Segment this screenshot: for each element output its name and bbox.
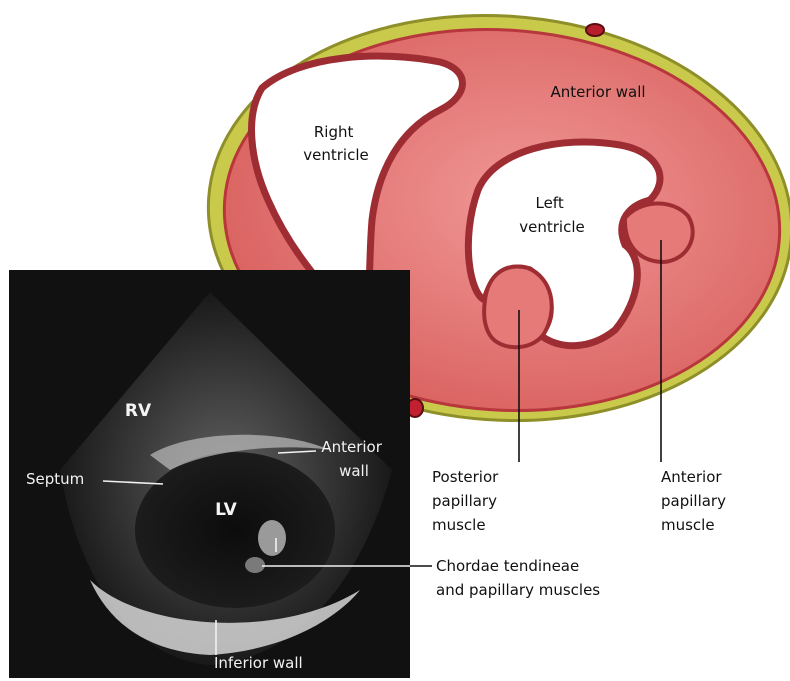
echocardiogram-panel: RV LV Septum Anterior wall Inferior wall xyxy=(9,270,410,678)
anterior-papillary-label: Anterior papillary muscle xyxy=(661,468,731,534)
left-ventricle-label-line2: ventricle xyxy=(519,218,584,236)
anterior-papillary-line1: Anterior xyxy=(661,468,722,486)
anterior-papillary-muscle xyxy=(625,203,693,262)
echo-lv-label: LV xyxy=(215,500,237,520)
anterior-wall-label: Anterior wall xyxy=(550,83,645,101)
posterior-papillary-line1: Posterior xyxy=(432,468,499,486)
echo-anterior-wall-line2: wall xyxy=(339,462,369,480)
echo-papillary-spot-2 xyxy=(245,557,265,573)
echo-lv-cavity xyxy=(135,452,335,608)
echo-papillary-spot xyxy=(258,520,286,556)
echo-anterior-wall-line1: Anterior xyxy=(321,438,382,456)
posterior-papillary-label: Posterior papillary muscle xyxy=(432,468,503,534)
anterior-papillary-line2: papillary xyxy=(661,492,726,510)
chordae-label: Chordae tendineae and papillary muscles xyxy=(436,557,600,599)
chordae-label-line2: and papillary muscles xyxy=(436,581,600,599)
echo-rv-label: RV xyxy=(125,401,152,421)
right-ventricle-label-line1: Right xyxy=(314,123,354,141)
echo-inferior-wall-label: Inferior wall xyxy=(214,654,303,672)
anterior-papillary-line3: muscle xyxy=(661,516,715,534)
posterior-papillary-line2: papillary xyxy=(432,492,497,510)
echo-septum-label: Septum xyxy=(26,470,84,488)
right-ventricle-label-line2: ventricle xyxy=(303,146,368,164)
left-ventricle-label-line1: Left xyxy=(535,194,563,212)
chordae-label-line1: Chordae tendineae xyxy=(436,557,579,575)
posterior-papillary-line3: muscle xyxy=(432,516,486,534)
posterior-papillary-muscle xyxy=(484,267,552,348)
